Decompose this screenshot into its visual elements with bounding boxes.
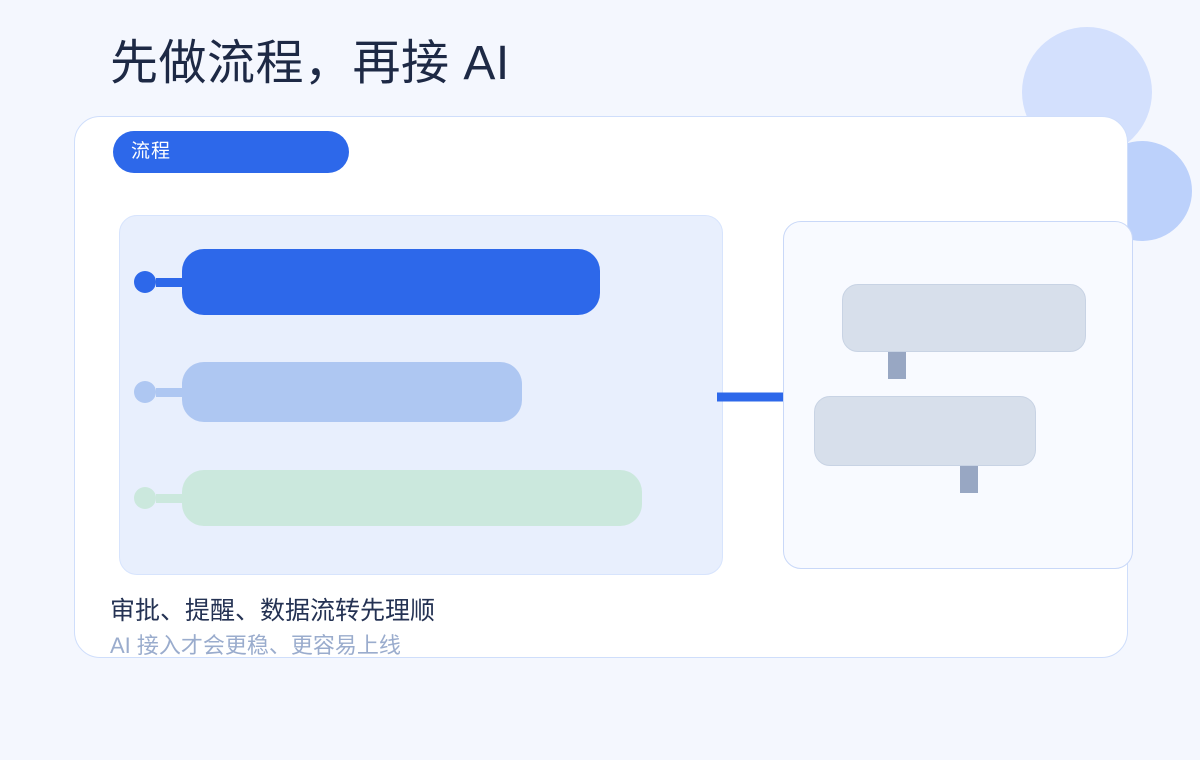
process-panel	[119, 215, 723, 575]
process-node-dot-icon	[134, 487, 156, 509]
caption-secondary-line: AI 接入才会更稳、更容易上线	[110, 633, 401, 658]
system-block-upper-tab	[888, 352, 906, 379]
system-block-lower-tab	[960, 466, 978, 493]
content-card: 流程	[74, 116, 1133, 658]
category-badge[interactable]: 流程	[113, 131, 349, 173]
system-block-upper	[842, 284, 1086, 352]
process-connector-line	[156, 387, 182, 397]
process-bar-data-flow	[182, 470, 642, 526]
process-node-dot-icon	[134, 271, 156, 293]
process-node-dot-icon	[134, 381, 156, 403]
process-bar-reminder	[182, 362, 522, 422]
page-title: 先做流程，再接 AI	[110, 37, 510, 90]
caption: 审批、提醒、数据流转先理顺 AI 接入才会更稳、更容易上线	[110, 594, 435, 663]
process-connector-line	[156, 277, 182, 287]
caption-primary-line: 审批、提醒、数据流转先理顺	[110, 597, 436, 625]
process-connector-line	[156, 493, 182, 503]
diagram-area	[119, 215, 1133, 575]
process-bar-approval	[182, 249, 600, 315]
process-row[interactable]	[134, 362, 522, 422]
process-row[interactable]	[134, 470, 642, 526]
process-row[interactable]	[134, 249, 600, 315]
system-panel	[783, 221, 1133, 569]
system-block-lower	[814, 396, 1036, 466]
